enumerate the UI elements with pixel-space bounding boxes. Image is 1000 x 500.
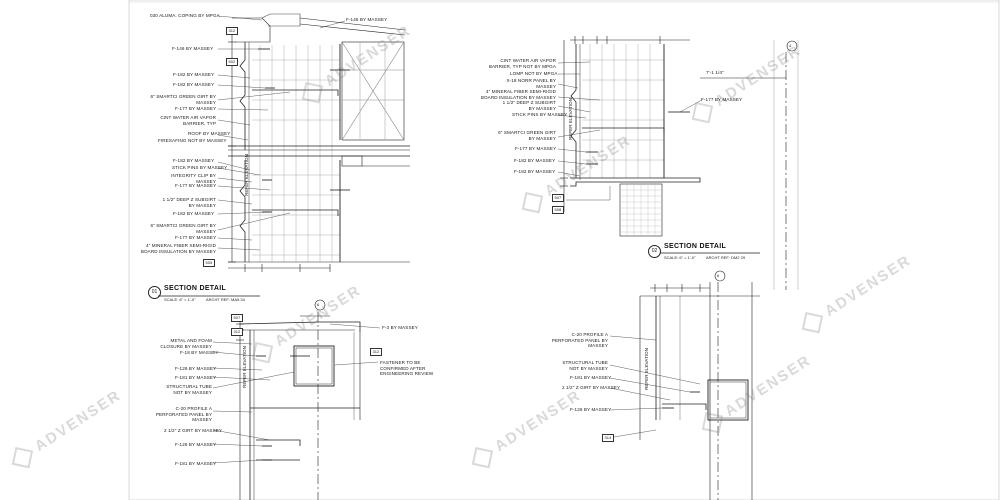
callout-label: F-182 BY MASSEY <box>173 72 215 77</box>
callout-label: F-126 BY MASSEY <box>570 407 612 412</box>
callout-label: STRUCTURAL TUBE NOT BY MASSEY <box>562 360 608 371</box>
detail-04-drawing <box>609 270 760 500</box>
callout-label: F-182 BY MASSEY <box>514 158 556 163</box>
callout-label: F-177 BY MASSEY <box>701 97 743 102</box>
callout-label: 1 1/2" DEEP Z SUBGIRT BY MASSEY <box>162 197 216 208</box>
callout-label: FIRESAFING NOT BY MASSEY <box>158 138 227 143</box>
callout-label: 030 ALUMA. COPING BY MPGA <box>150 13 220 18</box>
detail-01-drawing <box>217 13 410 272</box>
vertical-note: REFER ELEVATION <box>244 154 249 196</box>
callout-label: F-126 BY MASSEY <box>175 366 217 371</box>
callout-label: ROOF BY MASSEY <box>188 131 231 136</box>
callout-label: FASTENER TO BE CONFIRMED AFTER ENGINEERI… <box>380 360 434 377</box>
callout-label: F-182 BY MASSEY <box>173 82 215 87</box>
callout-label: INTEGRITY CLIP BY MASSEY <box>171 173 216 184</box>
callout-label: STRUCTURAL TUBE NOT BY MASSEY <box>166 384 212 395</box>
dimension-tag: 312 <box>226 27 238 35</box>
callout-label: F-177 BY MASSEY <box>175 235 217 240</box>
detail-number: 01 <box>148 286 161 299</box>
callout-label: X-18 NORR PANEL BY MASSEY <box>506 78 556 89</box>
callout-label: F-181 BY MASSEY <box>175 461 217 466</box>
callout-label: F-181 BY MASSEY <box>175 375 217 380</box>
vertical-note: REFER ELEVATION <box>644 348 649 390</box>
callout-label: 1 1/2" DEEP Z SUBGIRT BY MASSEY <box>502 100 556 111</box>
dimension-tag: 312 <box>231 328 243 336</box>
detail-ref: ARCHT REF: MA5.34 <box>206 297 245 302</box>
detail-title: SECTION DETAIL <box>664 243 727 250</box>
dimension-tag: 507 <box>552 194 564 202</box>
callout-label: 4" MINERAL FIBER SEMI-RIGID BOARD INSULA… <box>480 89 556 100</box>
grid-bubble-label: 4 <box>789 43 792 48</box>
dimension-tag: 314 <box>602 434 614 442</box>
callout-label: F-182 BY MASSEY <box>173 158 215 163</box>
detail-03-drawing <box>212 299 381 500</box>
callout-label: CINT WATER AIR VAPOR BARRIER, TYP NOT BY… <box>488 58 556 69</box>
vertical-note: REFER ELEVATION <box>242 346 247 388</box>
callout-label: STICK PINS BY MASSEY <box>512 112 568 117</box>
grid-bubble-label: 6 <box>317 302 320 307</box>
callout-label: F-181 BY MASSEY <box>570 375 612 380</box>
callout-label: F-182 BY MASSEY <box>514 169 556 174</box>
callout-label: F-177 BY MASSEY <box>175 183 217 188</box>
callout-label: 4" MINERAL FIBER SEMI-RIGID BOARD INSULA… <box>140 243 216 254</box>
callout-label: CINT WATER AIR VAPOR BARRIER, TYP <box>160 115 216 126</box>
dimension-text: 7'-1 1/4" <box>706 70 724 75</box>
callout-label: STICK PINS BY MASSEY <box>172 165 228 170</box>
callout-label: F-146 BY MASSEY <box>172 46 214 51</box>
detail-scale: SCALE: 6" = 1'-0" <box>664 255 696 260</box>
callout-label: F-182 BY MASSEY <box>173 211 215 216</box>
callout-label: F-3 BY MASSEY <box>382 325 418 330</box>
dimension-tag: 507 <box>231 314 243 322</box>
dimension-tag: 508 <box>552 206 564 214</box>
detail-ref: ARCHT REF: DM2 29 <box>706 255 746 260</box>
callout-label: METAL AND FOAM CLOSURE BY MASSEY <box>160 338 212 349</box>
callout-label: 2 1/2" Z GIRT BY MASSEY <box>562 385 621 390</box>
detail-title: SECTION DETAIL <box>164 285 227 292</box>
vertical-note: REFER ELEVATION <box>568 98 573 140</box>
callout-label: 6" SMARTCI GREEN GIRT BY MASSEY <box>498 130 556 141</box>
callout-label: F-177 BY MASSEY <box>175 106 217 111</box>
callout-label: F-18 BY MASSEY <box>180 350 219 355</box>
callout-label: 6" SMARTCI GREEN GIRT BY MASSEY <box>150 94 216 105</box>
grid-bubble-label: 6 <box>717 273 720 278</box>
detail-number: 02 <box>648 245 661 258</box>
callout-label: 2 1/2" Z GIRT BY MASSEY <box>164 428 223 433</box>
dimension-tag: 312 <box>370 348 382 356</box>
detail-02-drawing <box>557 36 799 290</box>
callout-label: C-20 PROFILE A PERFORATED PANEL BY MASSE… <box>551 332 608 349</box>
callout-label: F-177 BY MASSEY <box>515 146 557 151</box>
dimension-tag: 502 <box>226 58 238 66</box>
callout-label: LOMP NOT BY MPGA <box>510 71 558 76</box>
callout-label: F-145 BY MASSEY <box>346 17 388 22</box>
dimension-tag: 505 <box>203 259 215 267</box>
callout-label: C-20 PROFILE A PERFORATED PANEL BY MASSE… <box>155 406 212 423</box>
detail-scale: SCALE: 6" = 1'-0" <box>164 297 196 302</box>
callout-label: 6" SMARTCI GREEN GIRT BY MASSEY <box>150 223 216 234</box>
callout-label: F-126 BY MASSEY <box>175 442 217 447</box>
